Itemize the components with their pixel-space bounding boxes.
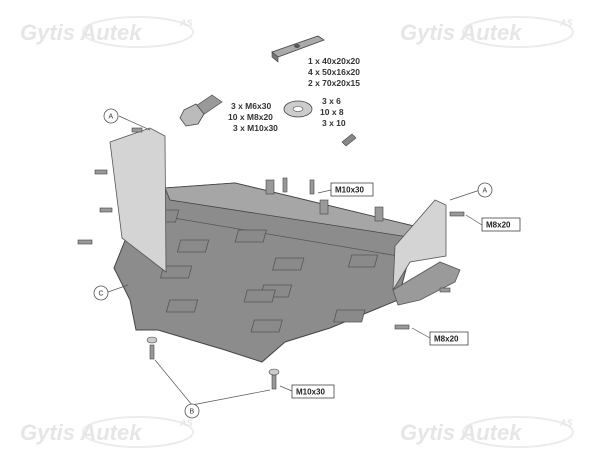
callout-a-left: A [103, 108, 119, 124]
washer-line: 3 x 6 [322, 96, 341, 106]
svg-text:A: A [109, 114, 114, 121]
callout-b: B [184, 403, 200, 419]
svg-text:AS: AS [179, 18, 193, 28]
washer-list: 3 x 6 10 x 8 3 x 10 [320, 96, 346, 128]
bolt-icon [179, 94, 223, 127]
svg-text:B: B [190, 409, 195, 416]
svg-text:Gytis Autek: Gytis Autek [400, 20, 523, 45]
svg-text:Gytis Autek: Gytis Autek [400, 420, 523, 445]
svg-text:M8x20: M8x20 [486, 221, 511, 230]
svg-text:AS: AS [179, 418, 193, 428]
label-m10x30-bottom: M10x30 [291, 384, 335, 399]
bolt-line: 3 x M10x30 [233, 123, 278, 133]
label-m10x30-top: M10x30 [330, 182, 374, 197]
svg-text:Gytis Autek: Gytis Autek [20, 20, 143, 45]
watermark: Gytis Autek AS [400, 416, 574, 448]
svg-text:AS: AS [559, 418, 573, 428]
label-m8x20-upper: M8x20 [481, 217, 521, 232]
washer-line: 10 x 8 [320, 107, 344, 117]
watermark: Gytis Autek AS [20, 16, 194, 48]
callout-c: C [93, 285, 109, 301]
svg-text:Gytis Autek: Gytis Autek [20, 420, 143, 445]
spacer-line: 4 x 50x16x20 [308, 67, 360, 77]
washer-icon [283, 100, 313, 118]
bolt-line: 10 x M8x20 [228, 112, 273, 122]
svg-text:C: C [99, 291, 104, 298]
leader-lines [107, 115, 483, 406]
spacer-line: 2 x 70x20x15 [308, 78, 360, 88]
svg-text:M8x20: M8x20 [434, 335, 459, 344]
svg-text:AS: AS [559, 18, 573, 28]
svg-text:M10x30: M10x30 [296, 388, 325, 397]
washer-line: 3 x 10 [322, 118, 346, 128]
callout-a-right: A [477, 182, 493, 198]
clip-nut-icon [341, 133, 357, 147]
svg-text:A: A [483, 188, 488, 195]
bolt-line: 3 x M6x30 [231, 101, 271, 111]
spacer-icon [271, 35, 325, 63]
right-rail [392, 261, 461, 306]
watermark: Gytis Autek AS [20, 416, 194, 448]
spacer-line: 1 x 40x20x20 [308, 56, 360, 66]
spacer-list: 1 x 40x20x20 4 x 50x16x20 2 x 70x20x15 [308, 56, 360, 88]
svg-text:M10x30: M10x30 [335, 186, 364, 195]
left-bracket [109, 127, 167, 273]
watermark: Gytis Autek AS [400, 16, 574, 48]
label-m8x20-lower: M8x20 [429, 331, 469, 346]
bolt-list: 3 x M6x30 10 x M8x20 3 x M10x30 [228, 101, 278, 133]
fasteners [77, 127, 465, 390]
